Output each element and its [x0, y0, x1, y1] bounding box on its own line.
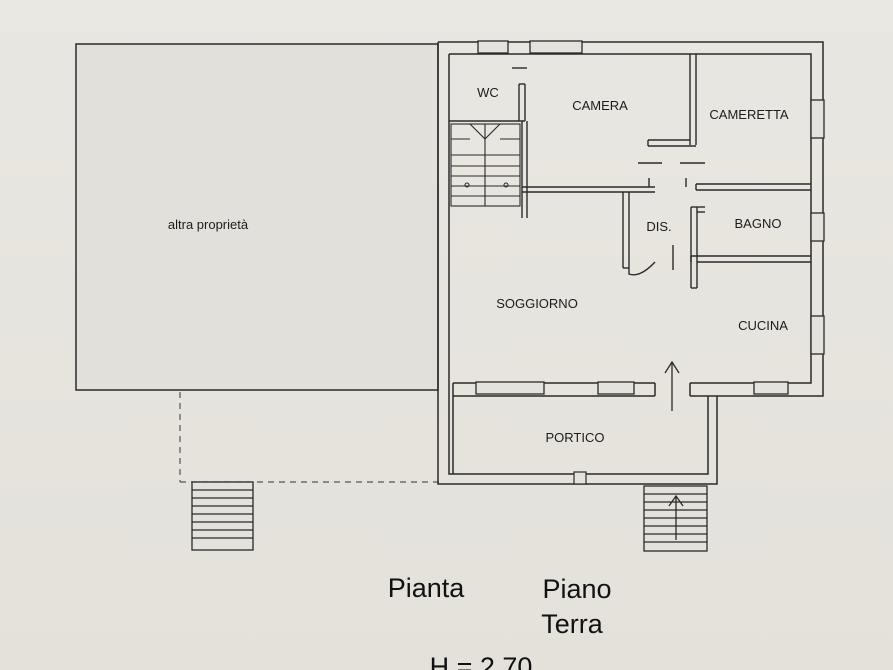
- neighbour-dashed-outline: [179, 392, 440, 483]
- caption-height: H = 2,70: [430, 652, 533, 670]
- entrance-stairs: [643, 485, 708, 552]
- interior-walls: [449, 54, 811, 289]
- caption-piano: Piano: [542, 574, 611, 604]
- room-label-portico: PORTICO: [546, 430, 605, 445]
- portico-pillar: [573, 471, 587, 485]
- room-label-dis: DIS.: [646, 219, 671, 234]
- neighbour-property: [75, 43, 439, 391]
- room-label-soggiorno: SOGGIORNO: [496, 296, 578, 311]
- caption-terra: Terra: [541, 609, 603, 639]
- room-label-wc: WC: [477, 85, 499, 100]
- windows: [475, 40, 825, 395]
- internal-stairs: [450, 123, 521, 207]
- neighbour-label: altra proprietà: [168, 217, 249, 232]
- room-label-cucina: CUCINA: [738, 318, 788, 333]
- left-stairs: [191, 481, 254, 551]
- room-label-camera: CAMERA: [572, 98, 628, 113]
- room-label-cameretta: CAMERETTA: [709, 107, 789, 122]
- entrance-arrow: [664, 360, 680, 411]
- room-label-bagno: BAGNO: [735, 216, 782, 231]
- caption-pianta: Pianta: [388, 573, 466, 603]
